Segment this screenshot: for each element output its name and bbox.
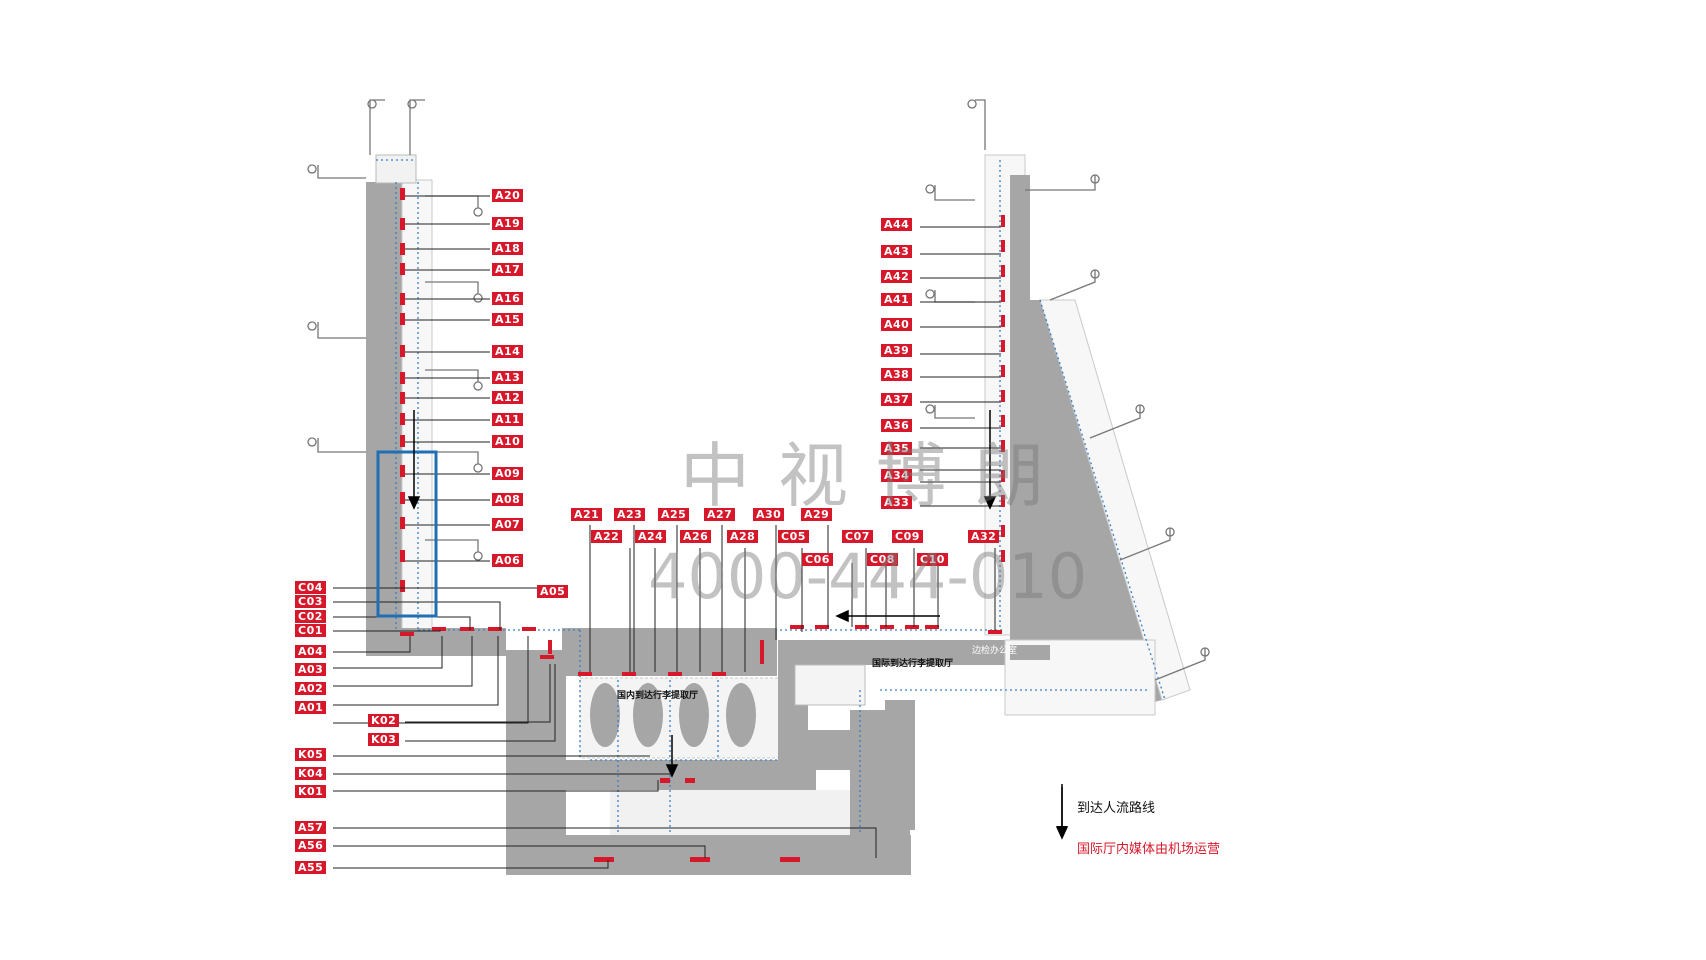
gate-label-c07: C07 [842,530,873,543]
gate-label-a04: A04 [295,645,327,658]
gate-label-a24: A24 [635,530,667,543]
gate-label-a10: A10 [492,435,524,448]
gate-label-k04: K04 [295,767,327,780]
gate-label-a26: A26 [680,530,712,543]
gate-label-a21: A21 [571,508,603,521]
gate-label-c04: C04 [295,581,326,594]
gate-label-a57: A57 [295,821,327,834]
gate-label-a42: A42 [881,270,913,283]
legend-arrow-icon [1057,784,1067,837]
red-gate-markers [400,188,1005,862]
gate-label-a38: A38 [881,368,913,381]
gate-label-a44: A44 [881,218,913,231]
gate-label-a28: A28 [727,530,759,543]
gate-label-c05: C05 [778,530,809,543]
gate-label-c06: C06 [802,553,833,566]
gate-label-a41: A41 [881,293,913,306]
gate-label-a15: A15 [492,313,524,326]
jet-bridges [307,99,1210,681]
domestic-baggage-hall-label: 国内到达行李提取厅 [617,691,699,701]
legend-intl-note: 国际厅内媒体由机场运营 [1077,842,1221,857]
gate-label-a39: A39 [881,344,913,357]
gate-label-a13: A13 [492,371,524,384]
gate-label-a25: A25 [658,508,690,521]
legend-arrival-route: 到达人流路线 [1077,801,1156,816]
gate-label-a06: A06 [492,554,524,567]
gate-label-a17: A17 [492,263,524,276]
gate-label-c10: C10 [917,553,948,566]
gate-label-c09: C09 [892,530,923,543]
building-footprint [366,154,1191,875]
gate-label-a55: A55 [295,861,327,874]
gate-label-k01: K01 [295,785,327,798]
gate-label-a07: A07 [492,518,524,531]
gate-label-a27: A27 [704,508,736,521]
border-office-label: 边检办公室 [972,646,1018,656]
gate-label-a01: A01 [295,701,327,714]
gate-label-a29: A29 [801,508,833,521]
gate-label-a30: A30 [753,508,785,521]
gate-label-k05: K05 [295,748,327,761]
gate-label-k03: K03 [368,733,400,746]
gate-label-a12: A12 [492,391,524,404]
gate-label-a32: A32 [968,530,1000,543]
gate-label-a20: A20 [492,189,524,202]
gate-label-a36: A36 [881,419,913,432]
highlight-box [376,450,438,618]
gate-label-a34: A34 [881,469,913,482]
gate-label-a33: A33 [881,496,913,509]
gate-label-a19: A19 [492,217,524,230]
gate-label-a03: A03 [295,663,327,676]
gate-label-a16: A16 [492,292,524,305]
intl-baggage-hall-label: 国际到达行李提取厅 [872,659,954,669]
gate-label-c01: C01 [295,624,326,637]
gate-label-a11: A11 [492,413,524,426]
gate-label-a14: A14 [492,345,524,358]
gate-label-k02: K02 [368,714,400,727]
gate-label-a56: A56 [295,839,327,852]
gate-label-a35: A35 [881,442,913,455]
gate-label-a37: A37 [881,393,913,406]
gate-label-a08: A08 [492,493,524,506]
gate-label-c03: C03 [295,595,326,608]
gate-label-c08: C08 [867,553,898,566]
gate-label-a22: A22 [591,530,623,543]
gate-label-a40: A40 [881,318,913,331]
gate-label-a18: A18 [492,242,524,255]
gate-label-a43: A43 [881,245,913,258]
gate-label-a05: A05 [537,585,569,598]
gate-label-c02: C02 [295,610,326,623]
gate-label-a02: A02 [295,682,327,695]
gate-label-a23: A23 [614,508,646,521]
gate-label-a09: A09 [492,467,524,480]
